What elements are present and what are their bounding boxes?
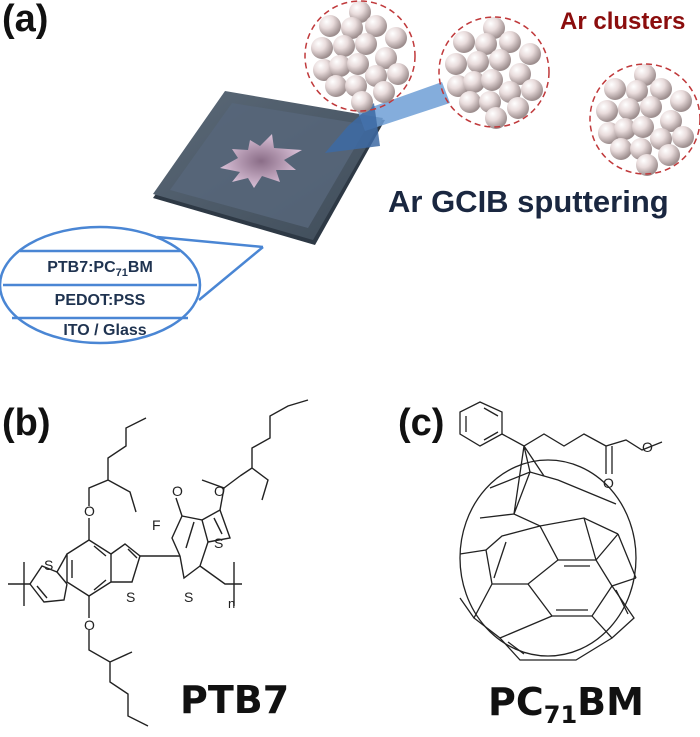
panel-b-label: (b) [2,402,51,444]
repeat-n: n [228,596,235,611]
layer-pedot: PEDOT:PSS [54,292,146,309]
atom-s-right: S [126,589,135,605]
layer-callout [0,225,264,345]
atom-f: F [152,517,161,533]
ptb7-structure [8,399,309,727]
atom-o-top: O [84,503,95,519]
atom-o-carbonyl: O [603,475,614,491]
ion-beam-arrow [325,82,450,153]
atom-o-ester: O [214,483,225,499]
pc71bm-structure [459,401,663,661]
ar-cluster-3 [589,63,700,177]
atom-s-tt1: S [184,589,193,605]
ar-cluster-2 [438,16,550,130]
atom-s-left: S [44,557,53,573]
ptb7-name: PTB7 [180,678,290,722]
pc71bm-name: PC71BM [488,680,644,729]
atom-o-carbonyl: O [172,483,183,499]
gcib-schematic [0,0,700,345]
layer-active: PTB7:PC71BM [47,259,153,279]
impact-starburst [220,134,302,188]
panel-a-label: (a) [2,0,49,40]
layer-ito: ITO / Glass [63,322,147,339]
process-label: Ar GCIB sputtering [388,184,669,219]
atom-o-ester: O [642,439,653,455]
atom-o-bottom: O [84,617,95,633]
ar-clusters-label: Ar clusters [560,8,686,35]
panel-c-label: (c) [398,402,445,444]
atom-s-tt2: S [214,535,223,551]
ar-cluster-1 [304,0,416,114]
